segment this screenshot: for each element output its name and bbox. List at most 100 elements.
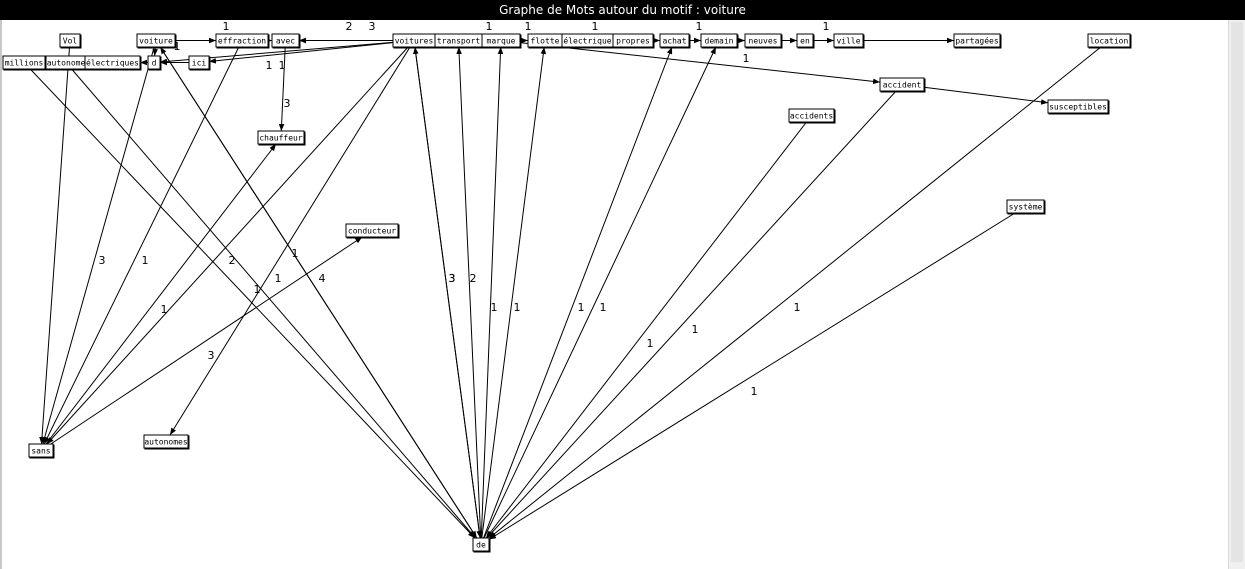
node-box bbox=[28, 443, 54, 458]
edge-weight-label: 3 bbox=[449, 272, 456, 285]
edge-weight-label: 3 bbox=[208, 349, 215, 362]
node-box bbox=[84, 55, 141, 70]
node-box bbox=[796, 33, 814, 48]
node-label: électriques bbox=[86, 58, 139, 68]
edge-weight-label: 1 bbox=[751, 385, 758, 398]
node-conducteur[interactable]: conducteur bbox=[345, 223, 400, 239]
node-avec[interactable]: avec bbox=[271, 33, 301, 49]
node-box bbox=[612, 33, 654, 48]
node-sans[interactable]: sans bbox=[28, 443, 55, 459]
edge-weight-label: 1 bbox=[161, 303, 168, 316]
edge-weight-label: 1 bbox=[600, 301, 607, 314]
edge-accident-to-susceptibles bbox=[923, 86, 1049, 105]
edge-weight-label: 1 bbox=[525, 20, 532, 33]
edge-weight-label: 1 bbox=[647, 337, 654, 350]
vertical-scrollbar[interactable] bbox=[1228, 20, 1245, 569]
node-label: location bbox=[1090, 37, 1129, 46]
node-label: voiture bbox=[139, 37, 173, 46]
node-label: sans bbox=[31, 447, 50, 456]
edge-weight-label: 4 bbox=[319, 272, 326, 285]
node-box bbox=[1087, 33, 1131, 48]
node-box bbox=[1006, 199, 1045, 214]
node-marque[interactable]: marque bbox=[481, 33, 522, 49]
edge-weight-label: 1 bbox=[696, 20, 703, 33]
node-voitures[interactable]: voitures bbox=[392, 33, 437, 49]
edge-avec-to-chauffeur bbox=[278, 46, 286, 132]
node-label: voitures bbox=[395, 37, 434, 46]
node-ici[interactable]: ici bbox=[188, 55, 211, 71]
edge-weight-label: 1 bbox=[823, 20, 830, 33]
edge-weight-label: 2 bbox=[229, 254, 236, 267]
edge-sans-to-conducteur bbox=[50, 236, 363, 445]
node-chauffeur[interactable]: chauffeur bbox=[257, 130, 306, 146]
edge-weight-label: 2 bbox=[346, 20, 353, 33]
edge-voiture-to-sans bbox=[41, 46, 155, 445]
edge-weight-label: 1 bbox=[794, 301, 801, 314]
node-label: neuves bbox=[749, 37, 778, 46]
node-ville[interactable]: ville bbox=[833, 33, 865, 49]
edge-effraction-to-sans bbox=[43, 46, 240, 445]
node-box bbox=[59, 33, 81, 48]
node-label: accident bbox=[883, 81, 922, 90]
node-flotte[interactable]: flotte bbox=[527, 33, 564, 49]
node-label: système bbox=[1009, 202, 1043, 212]
node-systeme[interactable]: système bbox=[1006, 199, 1046, 215]
edge-voitures-to-sans bbox=[46, 46, 409, 445]
node-autonomes[interactable]: autonomes bbox=[143, 434, 190, 450]
edge-sans-to-chauffeur bbox=[45, 143, 277, 445]
edge-accident-to-de bbox=[486, 90, 897, 539]
node-label: partagées bbox=[955, 36, 999, 46]
node-location[interactable]: location bbox=[1087, 33, 1132, 49]
node-de[interactable]: de bbox=[472, 537, 491, 553]
edge-weight-label: 1 bbox=[223, 20, 230, 33]
node-box bbox=[257, 130, 305, 145]
window-left-border bbox=[0, 20, 2, 569]
edge-voitures-to-autonomes bbox=[169, 46, 411, 436]
node-Vol[interactable]: Vol bbox=[59, 33, 82, 49]
node-effraction[interactable]: effraction bbox=[215, 33, 270, 49]
node-box bbox=[215, 33, 269, 48]
node-millions[interactable]: millions bbox=[2, 55, 47, 71]
node-label: autonomes bbox=[144, 438, 188, 447]
edge-weight-label: 1 bbox=[592, 20, 599, 33]
node-transport[interactable]: transport bbox=[434, 33, 484, 49]
node-electrique[interactable]: électrique bbox=[561, 33, 615, 49]
node-box bbox=[143, 434, 189, 449]
edge-de-to-transport bbox=[456, 46, 482, 539]
edge-location-to-de bbox=[488, 46, 1102, 539]
edge-weight-label: 3 bbox=[284, 97, 291, 110]
node-en[interactable]: en bbox=[796, 33, 815, 49]
node-label: chauffeur bbox=[259, 134, 303, 143]
node-label: susceptibles bbox=[1049, 103, 1107, 112]
node-susceptibles[interactable]: susceptibles bbox=[1047, 99, 1110, 115]
node-partagees[interactable]: partagées bbox=[953, 33, 1002, 49]
edge-de-to-demain bbox=[483, 46, 717, 539]
edge-millions-to-de bbox=[29, 68, 476, 539]
node-label: achat bbox=[662, 37, 686, 46]
node-label: millions bbox=[5, 59, 44, 68]
edge-weight-label: 1 bbox=[275, 272, 282, 285]
edge-weight-label: 1 bbox=[279, 59, 286, 72]
edge-weight-label: 1 bbox=[174, 40, 181, 53]
node-neuves[interactable]: neuves bbox=[744, 33, 783, 49]
edge-weight-label: 1 bbox=[254, 283, 261, 296]
node-demain[interactable]: demain bbox=[700, 33, 739, 49]
node-accidents[interactable]: accidents bbox=[788, 108, 836, 124]
node-box bbox=[744, 33, 782, 48]
node-electriques[interactable]: électriques bbox=[84, 55, 142, 71]
node-autonome[interactable]: autonome bbox=[45, 55, 88, 71]
scrollbar-thumb[interactable] bbox=[1231, 22, 1243, 562]
window-title: Graphe de Mots autour du motif : voiture bbox=[499, 3, 746, 17]
node-voiture[interactable]: voiture bbox=[136, 33, 177, 49]
node-propres[interactable]: propres bbox=[612, 33, 655, 49]
node-achat[interactable]: achat bbox=[659, 33, 691, 49]
node-box bbox=[659, 33, 690, 48]
edge-weight-label: 1 bbox=[578, 301, 585, 314]
edge-weight-label: 1 bbox=[491, 301, 498, 314]
edge-weight-label: 1 bbox=[142, 254, 149, 267]
node-label: de bbox=[476, 541, 486, 550]
edge-weight-label: 1 bbox=[292, 247, 299, 260]
node-accident[interactable]: accident bbox=[879, 77, 926, 93]
node-label: propres bbox=[616, 37, 650, 46]
node-d[interactable]: d bbox=[147, 55, 162, 71]
